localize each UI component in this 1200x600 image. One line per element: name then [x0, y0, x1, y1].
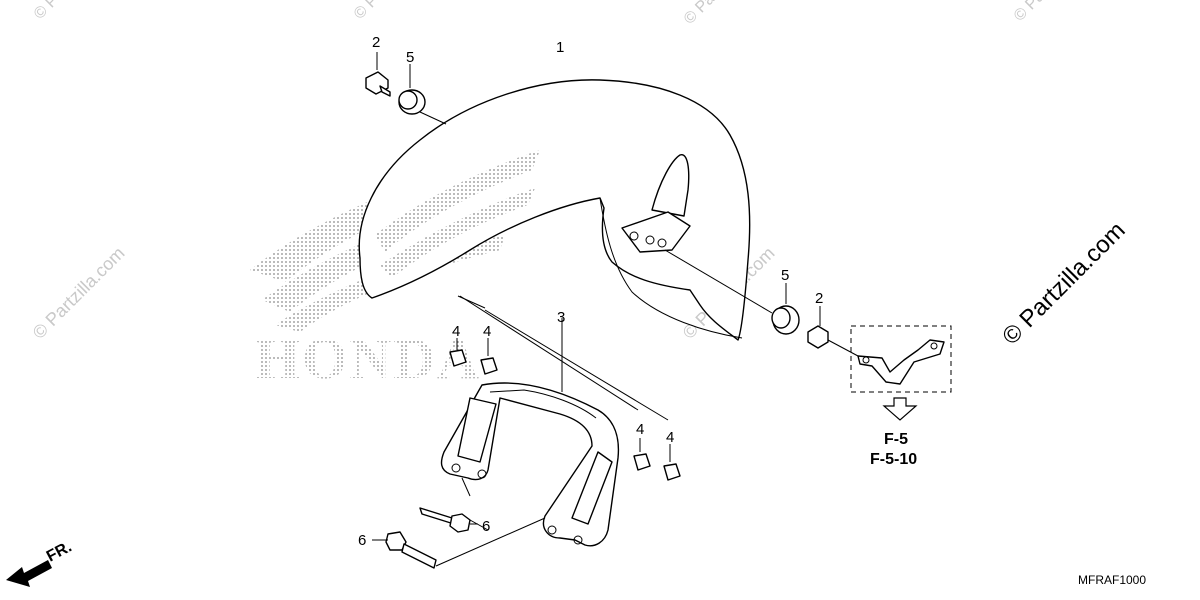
reference-line-1: F-5	[884, 431, 908, 448]
callout-clip-a: 4	[452, 323, 460, 340]
callout-clip-c: 4	[636, 421, 644, 438]
clip-c	[633, 453, 651, 471]
callout-clip-b: 4	[483, 323, 491, 340]
callout-bolt-6-lower: 6	[358, 532, 366, 549]
watermark-text: © Partzilla.com	[29, 243, 129, 343]
watermark-text: © Partzilla.com	[1011, 0, 1099, 25]
callout-rubber-right: 5	[781, 267, 789, 284]
reference-line-2: F-5-10	[870, 451, 917, 468]
callout-bolt-upper-left: 2	[372, 34, 380, 51]
clip-b	[480, 357, 498, 375]
rubber-right	[664, 249, 800, 335]
front-direction-arrow: FR.	[6, 538, 75, 587]
callout-bracket: 3	[557, 309, 565, 326]
page-reference: F-5 F-5-10	[870, 431, 917, 468]
diagram-code: MFRAF1000	[1078, 573, 1146, 587]
reference-bracket	[850, 325, 952, 421]
bolt-upper-left	[365, 52, 391, 97]
bolt-6-upper	[419, 477, 489, 533]
watermark-text: © Partzilla.com	[351, 0, 439, 23]
front-fender	[358, 79, 751, 341]
callout-bolt-6-upper: 6	[482, 518, 490, 535]
bolt-right	[807, 306, 859, 357]
watermark-text: © Partzilla.com	[31, 0, 119, 23]
watermark-right: © Partzilla.com	[997, 217, 1130, 350]
callout-bolt-right: 2	[815, 290, 823, 307]
clip-a	[449, 349, 467, 367]
callout-rubber-upper-left: 5	[406, 49, 414, 66]
logo-wordmark: HONDA	[255, 326, 481, 391]
watermark-text: © Partzilla.com	[681, 0, 769, 28]
rubber-upper-left	[398, 64, 447, 125]
callout-fender: 1	[556, 39, 564, 56]
fender-bracket	[440, 318, 620, 547]
clip-d	[663, 463, 681, 481]
callout-clip-d: 4	[666, 429, 674, 446]
bolt-6-lower	[372, 517, 546, 569]
clip-guide-lines	[456, 295, 671, 462]
callout-labels: 1 2 5 5 2 3 4 4 4 4 6 6	[358, 34, 823, 549]
